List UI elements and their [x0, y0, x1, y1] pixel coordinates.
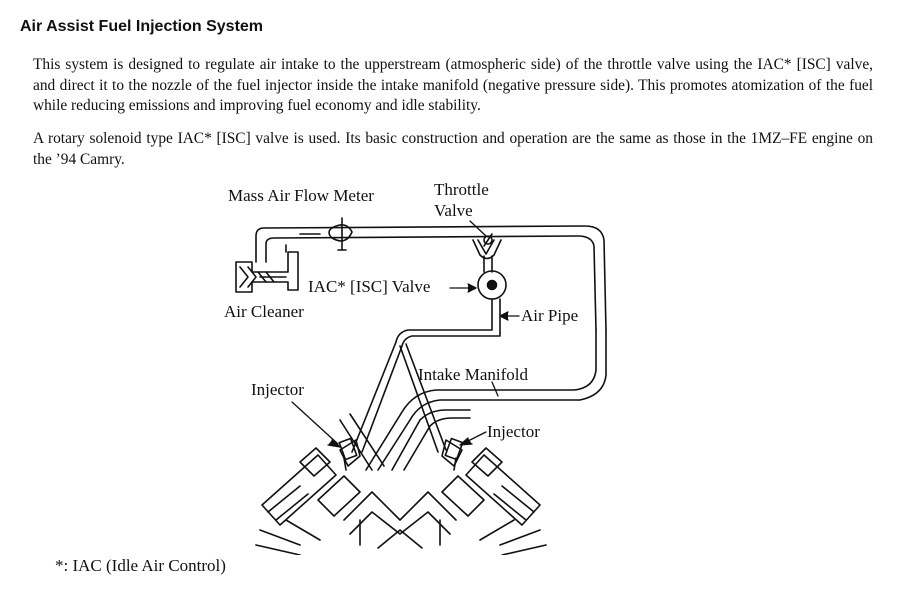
- label-mass-air-flow-meter: Mass Air Flow Meter: [228, 186, 374, 205]
- iac-valve-shape: [477, 270, 507, 300]
- left-cylinder-bank: [255, 439, 361, 555]
- intro-paragraph: This system is designed to regulate air …: [33, 56, 873, 114]
- bypass-passage: [472, 239, 502, 273]
- intake-duct: [255, 225, 607, 331]
- label-intake-manifold: Intake Manifold: [418, 365, 528, 384]
- label-air-pipe: Air Pipe: [521, 306, 579, 325]
- air-pipe-shape: [351, 298, 501, 453]
- label-injector-left: Injector: [251, 380, 304, 399]
- label-air-cleaner: Air Cleaner: [224, 302, 304, 321]
- right-cylinder-bank: [441, 439, 547, 555]
- air-cleaner-shape: [235, 251, 299, 293]
- intake-manifold-shape: [339, 329, 607, 471]
- injector-left-shape: [338, 437, 358, 471]
- leader-lines: [291, 220, 520, 448]
- footnote: *: IAC (Idle Air Control): [55, 556, 226, 575]
- label-throttle-valve: Throttle Valve: [434, 180, 489, 220]
- mass-air-flow-meter-shape: [299, 217, 353, 251]
- valve-paragraph: A rotary solenoid type IAC* [ISC] valve …: [33, 130, 873, 168]
- engine-block-center: [343, 491, 457, 549]
- label-iac-valve: IAC* [ISC] Valve: [308, 277, 431, 296]
- air-assist-diagram: [235, 217, 607, 555]
- injector-right-shape: [444, 437, 464, 471]
- page-title: Air Assist Fuel Injection System: [20, 18, 264, 35]
- throttle-valve-shape: [483, 233, 493, 247]
- label-injector-right: Injector: [487, 422, 540, 441]
